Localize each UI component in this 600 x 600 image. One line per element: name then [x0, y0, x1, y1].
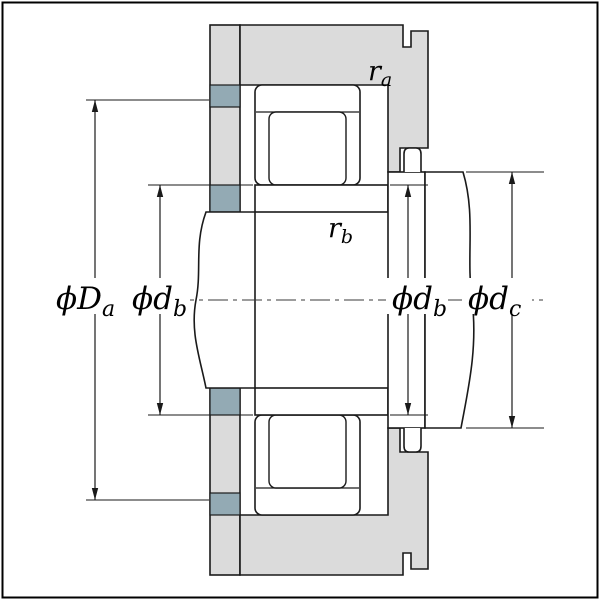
roller-bottom — [268, 414, 347, 489]
housing-block-top — [239, 24, 429, 173]
arrow-up-icon — [156, 185, 164, 197]
label-mask — [126, 278, 190, 314]
shaft-shoulder-contact-bottom — [209, 387, 241, 416]
arrow-up-icon — [404, 185, 412, 197]
inner-ring-top — [254, 184, 389, 213]
arrow-down-icon — [156, 403, 164, 415]
label-phi-db-left: ϕdb — [132, 281, 187, 322]
housing — [209, 24, 429, 576]
label-phi-dc: ϕdc — [468, 281, 521, 322]
bearing-upper-half — [254, 84, 389, 213]
housing-block-bottom — [239, 427, 429, 576]
label-mask — [50, 278, 118, 314]
label-mask — [462, 278, 532, 314]
snap-ring-top — [403, 147, 422, 172]
inner-ring-bottom — [254, 387, 389, 416]
arrow-down-icon — [404, 403, 412, 415]
snap-ring-bottom — [403, 428, 422, 453]
label-rb: rb — [328, 213, 353, 248]
arrow-up-icon — [91, 100, 99, 112]
label-ra: ra — [368, 56, 392, 91]
shaft-shoulder-contact-top — [209, 184, 241, 213]
arrow-down-icon — [508, 416, 516, 428]
housing-shoulder-contact-top — [209, 84, 241, 108]
roller-top — [268, 111, 347, 186]
shoulder-contacts — [209, 84, 241, 516]
arrow-up-icon — [508, 172, 516, 184]
bearing-lower-half — [254, 387, 389, 516]
housing-shoulder-contact-bottom — [209, 492, 241, 516]
arrow-down-icon — [91, 488, 99, 500]
label-phi-Da: ϕDa — [56, 281, 115, 322]
label-phi-db-right: ϕdb — [392, 281, 447, 322]
label-mask — [386, 278, 448, 314]
